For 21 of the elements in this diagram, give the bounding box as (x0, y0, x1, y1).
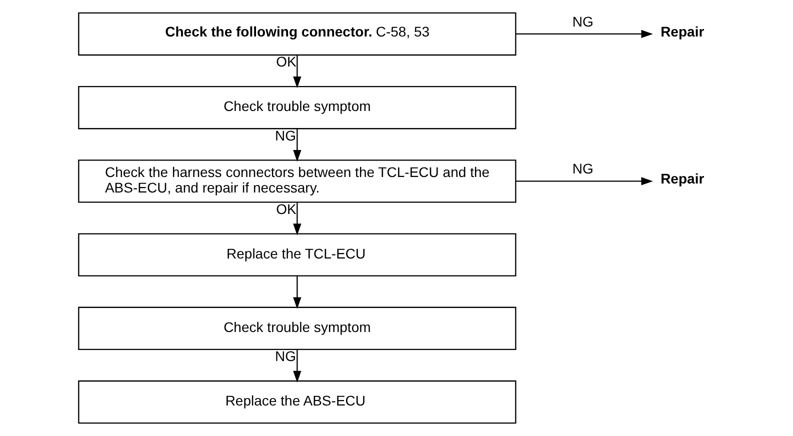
edge-label: NG (572, 160, 594, 177)
edge-label: OK (276, 200, 296, 217)
node-box: Check the harness connectors between the TCL-ECU and the ABS-ECU, and repair if necessary. (78, 160, 516, 203)
node-text: Repair (660, 170, 704, 187)
arrow (516, 177, 653, 186)
edge-label: OK (276, 54, 296, 70)
arrow (516, 30, 653, 38)
node-box: Check the following connector. C-58, 53 (78, 12, 516, 56)
node-box: Replace the ABS-ECU (78, 380, 516, 424)
node-box: Check trouble symptom (78, 86, 516, 130)
node-box: Check trouble symptom (78, 306, 516, 350)
node-text: Repair (660, 23, 704, 40)
edge-label: NG (274, 127, 296, 144)
arrow (293, 55, 302, 88)
edge-label: NG (572, 13, 594, 30)
node-box: Replace the TCL-ECU (78, 233, 516, 276)
arrow (293, 128, 302, 162)
arrow (293, 350, 302, 383)
arrow (293, 202, 302, 236)
edge-label: NG (274, 348, 296, 364)
arrow (293, 276, 302, 309)
